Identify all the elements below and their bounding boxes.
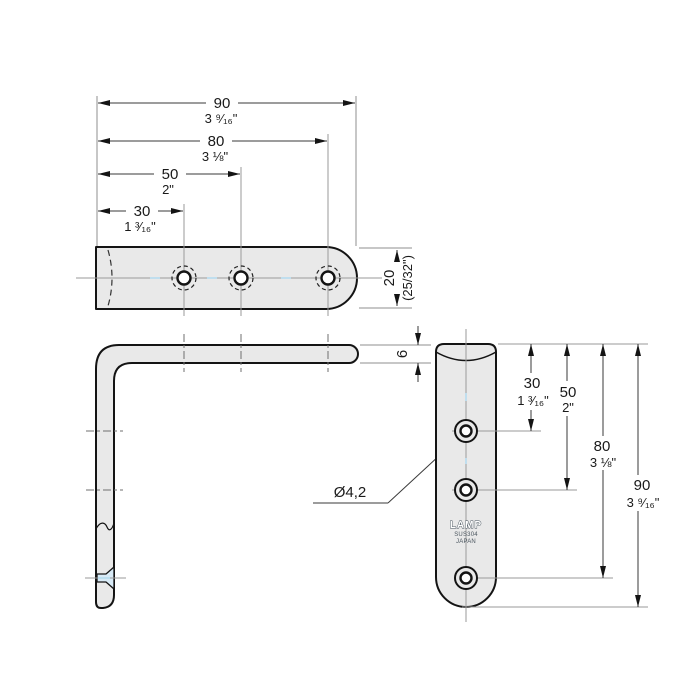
front-dim-50-mm: 50 [560, 384, 577, 401]
dim-30-inch: 1 ³⁄₁₆" [124, 219, 156, 234]
hole-diameter-label: Ø4,2 [334, 484, 367, 501]
front-hole-1 [454, 419, 478, 443]
front-view: LAMP SUS304 JAPAN [435, 329, 648, 622]
material-stamp: SUS304 [454, 532, 478, 538]
top-dimensions: 90 3 ⁹⁄₁₆" 80 3 ⅛" 50 2" 30 1 ³⁄₁₆" 20 [96, 95, 415, 309]
dim-20-mm: 20 [381, 270, 398, 287]
dim-90-inch: 3 ⁹⁄₁₆" [205, 111, 238, 126]
dim-6-thickness: 6 [360, 326, 431, 382]
dim-80-inch: 3 ⅛" [202, 149, 229, 164]
bend-line-dashed [107, 249, 113, 307]
front-dim-80-inch: 3 ⅛" [590, 455, 617, 470]
dim-20-inch: (25/32") [400, 255, 415, 301]
front-dim-90-inch: 3 ⁹⁄₁₆" [627, 495, 660, 510]
dim-20-width: 20 (25/32") [359, 247, 415, 309]
top-view-hole-2 [228, 265, 254, 291]
dim-6-mm: 6 [394, 350, 411, 358]
front-hole-2 [454, 478, 478, 502]
brand-stamp: LAMP [450, 520, 482, 531]
top-view [76, 134, 382, 316]
origin-stamp: JAPAN [456, 539, 476, 545]
top-view-hole-1 [171, 265, 197, 291]
front-dim-30-inch: 1 ³⁄₁₆" [517, 393, 549, 408]
dim-30-mm: 30 [134, 203, 151, 220]
dim-50-inch: 2" [162, 182, 174, 197]
break-line [95, 522, 115, 531]
l-profile-outline [95, 344, 359, 609]
dim-80-mm: 80 [208, 133, 225, 150]
dim-50-mm: 50 [162, 166, 179, 183]
front-dim-80-mm: 80 [594, 438, 611, 455]
front-dim-50-inch: 2" [562, 400, 574, 415]
front-dimensions: 30 1 ³⁄₁₆" 50 2" 80 3 ⅛" 90 3 ⁹⁄₁₆" [517, 344, 660, 607]
top-view-hole-3 [315, 265, 341, 291]
front-dim-90-mm: 90 [634, 477, 651, 494]
dim-90-mm: 90 [214, 95, 231, 112]
front-hole-3 [454, 566, 478, 590]
front-dim-30-mm: 30 [524, 375, 541, 392]
side-view-l-profile: 6 Ø4,2 [85, 326, 457, 609]
